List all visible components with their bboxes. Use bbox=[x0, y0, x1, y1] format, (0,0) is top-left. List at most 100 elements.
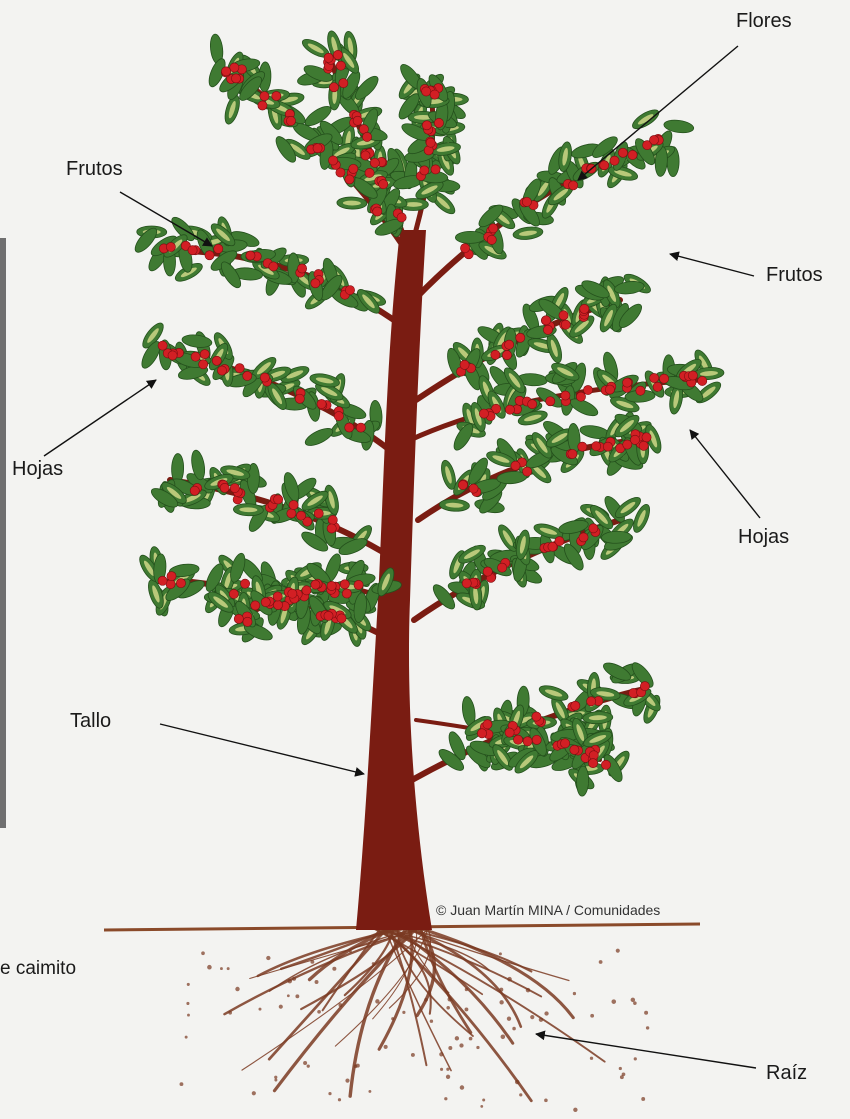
label-hojas-left: Hojas bbox=[12, 458, 63, 481]
fruit bbox=[561, 391, 570, 400]
fruit bbox=[653, 382, 662, 391]
caption-fragment: e caimito bbox=[0, 958, 76, 980]
root-dot bbox=[622, 1073, 625, 1076]
root-dot bbox=[499, 953, 501, 955]
fruit bbox=[235, 364, 244, 373]
fruit bbox=[603, 442, 612, 451]
root-dot bbox=[545, 1012, 548, 1015]
root-dot bbox=[376, 1000, 379, 1003]
fruit bbox=[287, 509, 296, 518]
fruit bbox=[578, 442, 587, 451]
fruit bbox=[200, 350, 209, 359]
fruit bbox=[618, 148, 627, 157]
root-dot bbox=[296, 995, 299, 998]
fruit bbox=[698, 376, 707, 385]
fruit bbox=[288, 589, 297, 598]
root-dot bbox=[293, 977, 296, 980]
fruit bbox=[546, 397, 555, 406]
root-dot bbox=[619, 1067, 621, 1069]
fruit bbox=[487, 235, 496, 244]
root-dot bbox=[288, 979, 292, 983]
fruit bbox=[561, 739, 570, 748]
root-dot bbox=[445, 1098, 447, 1100]
fruit bbox=[630, 435, 639, 444]
fruit bbox=[240, 579, 249, 588]
fruit bbox=[505, 405, 514, 414]
root-dot bbox=[279, 1005, 282, 1008]
fruit bbox=[329, 83, 338, 92]
root-dot bbox=[275, 1079, 277, 1081]
root-dot bbox=[508, 977, 512, 981]
fruit bbox=[600, 161, 609, 170]
fruit bbox=[353, 116, 362, 125]
fruit bbox=[188, 246, 197, 255]
root-dot bbox=[304, 1061, 307, 1064]
root-dot bbox=[531, 1015, 534, 1018]
fruit bbox=[523, 737, 532, 746]
root-dot bbox=[500, 988, 503, 991]
fruit bbox=[583, 385, 592, 394]
root-dot bbox=[447, 1068, 449, 1070]
fruit bbox=[345, 285, 354, 294]
fruit bbox=[649, 135, 658, 144]
fruit bbox=[491, 350, 500, 359]
fruit bbox=[642, 433, 651, 442]
root-dot bbox=[483, 1099, 485, 1101]
fruit bbox=[342, 589, 351, 598]
root-dot bbox=[646, 1027, 648, 1029]
fruit bbox=[426, 138, 435, 147]
fruit bbox=[221, 67, 230, 76]
fruit bbox=[636, 386, 645, 395]
fruit bbox=[479, 409, 488, 418]
fruit bbox=[286, 116, 295, 125]
fruit bbox=[261, 598, 270, 607]
fruit bbox=[569, 181, 578, 190]
root-dot bbox=[616, 949, 619, 952]
root-dot bbox=[202, 952, 205, 955]
root-dot bbox=[267, 956, 270, 959]
root-dot bbox=[449, 1046, 452, 1049]
fruit bbox=[548, 542, 557, 551]
root-dot bbox=[631, 998, 634, 1001]
root-dot bbox=[403, 1011, 405, 1013]
fruit bbox=[483, 720, 492, 729]
label-hojas-right: Hojas bbox=[738, 526, 789, 549]
fruit bbox=[522, 197, 531, 206]
fruit bbox=[269, 262, 278, 271]
root-dot bbox=[338, 1099, 340, 1101]
fruit bbox=[458, 480, 467, 489]
fruit bbox=[273, 600, 282, 609]
fruit bbox=[166, 242, 175, 251]
fruit bbox=[570, 745, 579, 754]
fruit bbox=[580, 304, 589, 313]
fruit bbox=[601, 760, 610, 769]
fruit bbox=[532, 712, 541, 721]
fruit bbox=[571, 701, 580, 710]
fruit bbox=[363, 132, 372, 141]
fruit bbox=[688, 371, 697, 380]
root-dot bbox=[425, 998, 428, 1001]
fruit bbox=[214, 244, 223, 253]
fruit bbox=[311, 279, 320, 288]
fruit bbox=[511, 461, 520, 470]
fruit bbox=[327, 524, 336, 533]
root-dot bbox=[447, 1007, 450, 1010]
root-dot bbox=[369, 1090, 371, 1092]
root-dot bbox=[252, 1092, 255, 1095]
fruit bbox=[541, 316, 550, 325]
fruit bbox=[431, 165, 440, 174]
root-dot bbox=[440, 1053, 443, 1056]
fruit bbox=[334, 411, 343, 420]
label-raiz: Raíz bbox=[766, 1062, 807, 1085]
fruit bbox=[559, 311, 568, 320]
fruit bbox=[345, 423, 354, 432]
root-dot bbox=[545, 1099, 548, 1102]
fruit bbox=[498, 563, 507, 572]
fruit bbox=[273, 592, 282, 601]
fruit bbox=[628, 150, 637, 159]
fruit bbox=[640, 682, 649, 691]
root-dot bbox=[208, 965, 212, 969]
fruit bbox=[532, 735, 541, 744]
fruit bbox=[258, 101, 267, 110]
fruit bbox=[587, 697, 596, 706]
